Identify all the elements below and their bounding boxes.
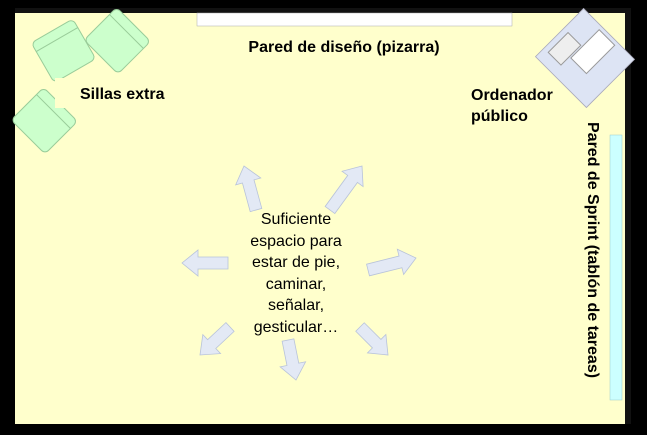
extra-chairs-label: Sillas extra: [80, 86, 165, 103]
whiteboard: [196, 12, 513, 27]
public-computer-label-line2: público: [471, 108, 528, 125]
center-text-line: Suficiente: [261, 211, 331, 228]
arrow-icon: [199, 322, 235, 356]
movement-arrows: [181, 165, 417, 381]
sprint-board: [609, 134, 623, 401]
center-text: Suficiente espacio para estar de pie, ca…: [250, 211, 342, 336]
arrow-icon: [234, 165, 263, 213]
top-wall: [15, 8, 631, 13]
center-text-line: señalar,: [268, 297, 324, 314]
arrow-icon: [366, 248, 417, 277]
computer-icon: [534, 7, 636, 109]
arrow-icon: [324, 165, 364, 215]
sprint-wall-label: Pared de Sprint (tablón de tareas): [584, 122, 601, 378]
center-text-line: gesticular…: [254, 319, 338, 336]
public-computer-label-line1: Ordenador: [471, 87, 553, 104]
arrow-icon: [279, 338, 307, 381]
design-wall-label: Pared de diseño (pizarra): [248, 39, 439, 56]
center-text-line: caminar,: [266, 276, 326, 293]
extra-chairs: [12, 9, 185, 153]
center-text-line: espacio para: [250, 233, 342, 250]
chair-icon: [85, 9, 149, 73]
arrow-icon: [181, 249, 229, 277]
right-wall: [625, 8, 631, 424]
arrow-icon: [355, 322, 389, 356]
chair-icon: [32, 20, 95, 82]
center-text-line: estar de pie,: [252, 254, 340, 271]
